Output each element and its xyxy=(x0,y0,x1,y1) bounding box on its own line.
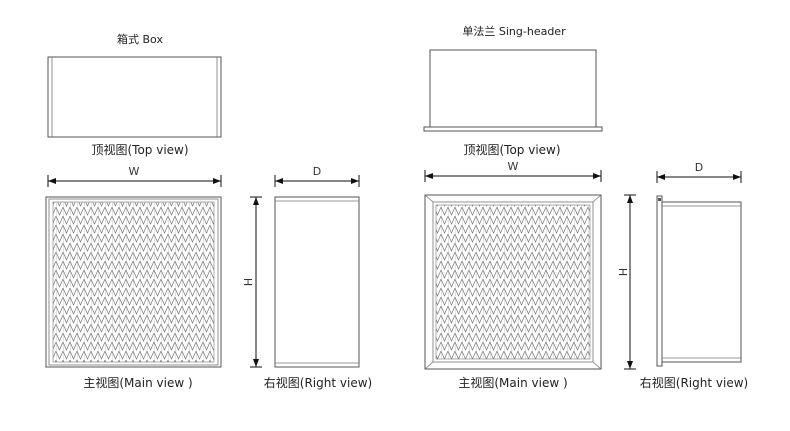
box-height-dimension xyxy=(250,196,262,368)
box-main-view xyxy=(45,196,222,368)
box-title: 箱式 Box xyxy=(117,32,163,46)
box-top-view-label: 顶视图(Top view) xyxy=(91,142,188,157)
box-width-label: W xyxy=(129,165,140,178)
header-width-dimension xyxy=(424,170,602,182)
box-width-dimension xyxy=(47,175,222,187)
header-right-view-label: 右视图(Right view) xyxy=(640,375,748,390)
box-depth-dimension xyxy=(274,175,360,187)
header-depth-dimension xyxy=(656,171,742,183)
header-main-view-label: 主视图(Main view ) xyxy=(458,375,567,390)
box-main-view-label: 主视图(Main view ) xyxy=(83,375,192,390)
box-right-view-label: 右视图(Right view) xyxy=(264,375,372,390)
box-depth-label: D xyxy=(313,165,321,178)
header-top-view xyxy=(423,49,603,132)
header-height-label: H xyxy=(616,268,629,276)
header-width-label: W xyxy=(508,160,519,173)
header-depth-label: D xyxy=(695,161,703,174)
header-right-view xyxy=(656,195,742,367)
header-main-view xyxy=(424,194,602,370)
box-right-view xyxy=(274,196,360,368)
box-height-label: H xyxy=(241,278,254,286)
box-top-view xyxy=(47,56,222,138)
header-top-view-label: 顶视图(Top view) xyxy=(463,142,560,157)
header-height-dimension xyxy=(624,194,636,370)
header-title: 单法兰 Sing-header xyxy=(462,24,566,38)
